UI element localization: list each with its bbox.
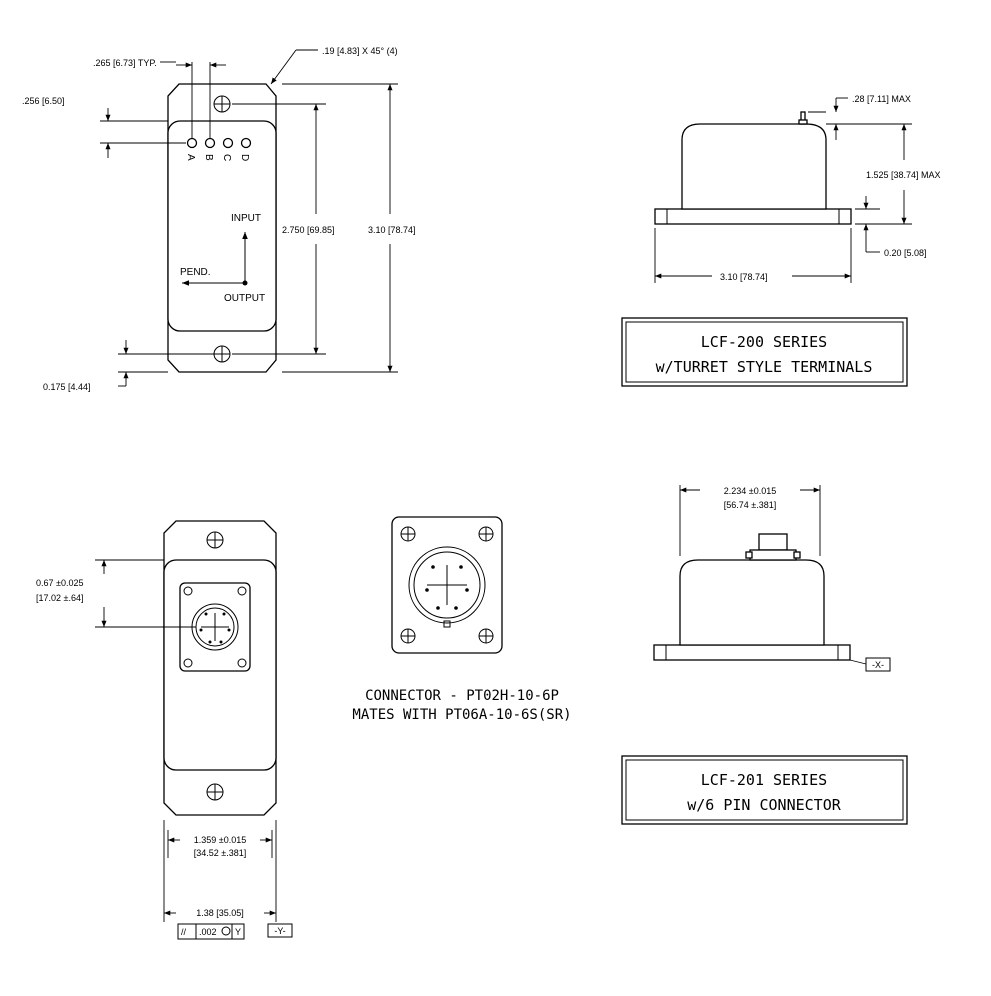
title-box-lcf201 bbox=[621, 755, 908, 825]
connector-shell-outer bbox=[408, 546, 486, 624]
dim-mount-spacing: 2.750 [69.85] bbox=[282, 225, 335, 235]
dim-width-1: 2.234 ±0.015 bbox=[724, 486, 776, 496]
terminal-label-b: B bbox=[203, 154, 214, 161]
mount-hole-bottom bbox=[206, 783, 224, 801]
dim-flange-thickness: 0.20 [5.08] bbox=[884, 248, 927, 258]
title-lcf200-line2: w/TURRET STYLE TERMINALS bbox=[656, 358, 873, 376]
connector-detail-view: CONNECTOR - PT02H-10-6P MATES WITH PT06A… bbox=[352, 516, 572, 723]
flange bbox=[653, 644, 851, 661]
body-dome bbox=[679, 559, 825, 646]
title-lcf201-line2: w/6 PIN CONNECTOR bbox=[687, 796, 841, 814]
terminal-label-d: D bbox=[239, 154, 250, 161]
dim-chamfer: .19 [4.83] X 45° (4) bbox=[322, 46, 398, 56]
tol-datum-ref: Y bbox=[235, 927, 241, 937]
body-dome bbox=[681, 123, 827, 210]
dim-width-2: [56.74 ±.381] bbox=[724, 500, 776, 510]
tol-circle-m-icon bbox=[221, 926, 231, 936]
terminal-label-c: C bbox=[221, 154, 232, 161]
dim-overall-length: 3.10 [78.74] bbox=[368, 225, 416, 235]
parallelism-tolerance-frame: // .002 Y bbox=[177, 923, 245, 940]
dim-length: 3.10 [78.74] bbox=[720, 272, 768, 282]
dim-terminal-spacing: .265 [6.73] TYP. bbox=[93, 58, 157, 68]
connector-shell-inner bbox=[413, 551, 481, 619]
title-lcf200-line1: LCF-200 SERIES bbox=[701, 333, 827, 351]
body-outline bbox=[167, 120, 277, 332]
side-view-lcf201: 2.234 ±0.015 [56.74 ±.381] -X- LCF-201 S… bbox=[621, 485, 908, 825]
terminal-d bbox=[240, 137, 252, 149]
connector-mount-hole-br bbox=[478, 628, 494, 644]
dim-connector-offset-2: [17.02 ±.64] bbox=[36, 593, 83, 603]
terminal-label-a: A bbox=[185, 154, 196, 161]
flange bbox=[654, 208, 852, 225]
datum-y-box: -Y- bbox=[267, 923, 293, 938]
dim-inner-width-2: [34.52 ±.381] bbox=[194, 848, 246, 858]
axis-output-label: OUTPUT bbox=[224, 293, 265, 304]
connector-note-line1: CONNECTOR - PT02H-10-6P bbox=[365, 688, 559, 704]
connector-mount-hole-bl bbox=[400, 628, 416, 644]
terminal-a bbox=[186, 137, 198, 149]
dim-inner-width-1: 1.359 ±0.015 bbox=[194, 835, 246, 845]
axis-pend-label: PEND. bbox=[180, 267, 211, 278]
connector-side bbox=[745, 533, 801, 561]
title-box-lcf200 bbox=[621, 317, 908, 387]
terminal-c bbox=[222, 137, 234, 149]
mount-hole-bottom bbox=[213, 345, 231, 363]
datum-y-label: -Y- bbox=[274, 926, 285, 936]
side-view-lcf200: .28 [7.11] MAX 1.525 [38.74] MAX 0.20 [5… bbox=[621, 94, 941, 387]
datum-x-box: -X- bbox=[849, 657, 891, 672]
datum-x-label: -X- bbox=[872, 660, 884, 670]
dim-mount-edge: 0.175 [4.44] bbox=[43, 382, 91, 392]
dim-terminal-height: .28 [7.11] MAX bbox=[852, 94, 911, 104]
tol-value: .002 bbox=[199, 927, 217, 937]
top-view-lcf201: 0.67 ±0.025 [17.02 ±.64] 1.359 ±0.015 [3… bbox=[36, 520, 293, 940]
title-lcf201-line1: LCF-201 SERIES bbox=[701, 771, 827, 789]
mount-hole-top bbox=[206, 531, 224, 549]
terminal-b bbox=[204, 137, 216, 149]
connector-mount-hole-tr bbox=[478, 526, 494, 542]
tol-parallel-symbol: // bbox=[181, 927, 187, 937]
connector-mount-hole-tl bbox=[400, 526, 416, 542]
connector-note-line2: MATES WITH PT06A-10-6S(SR) bbox=[352, 707, 571, 723]
dim-width: 1.38 [35.05] bbox=[196, 908, 244, 918]
dim-connector-offset-1: 0.67 ±0.025 bbox=[36, 578, 83, 588]
top-view-lcf200: A B C D INPUT PEND. OUTPUT .265 [6.73] T… bbox=[22, 46, 416, 392]
mount-hole-top bbox=[213, 95, 231, 113]
axis-input-label: INPUT bbox=[231, 213, 261, 224]
dim-terminal-offset: .256 [6.50] bbox=[22, 96, 65, 106]
dim-body-height: 1.525 [38.74] MAX bbox=[866, 170, 941, 180]
